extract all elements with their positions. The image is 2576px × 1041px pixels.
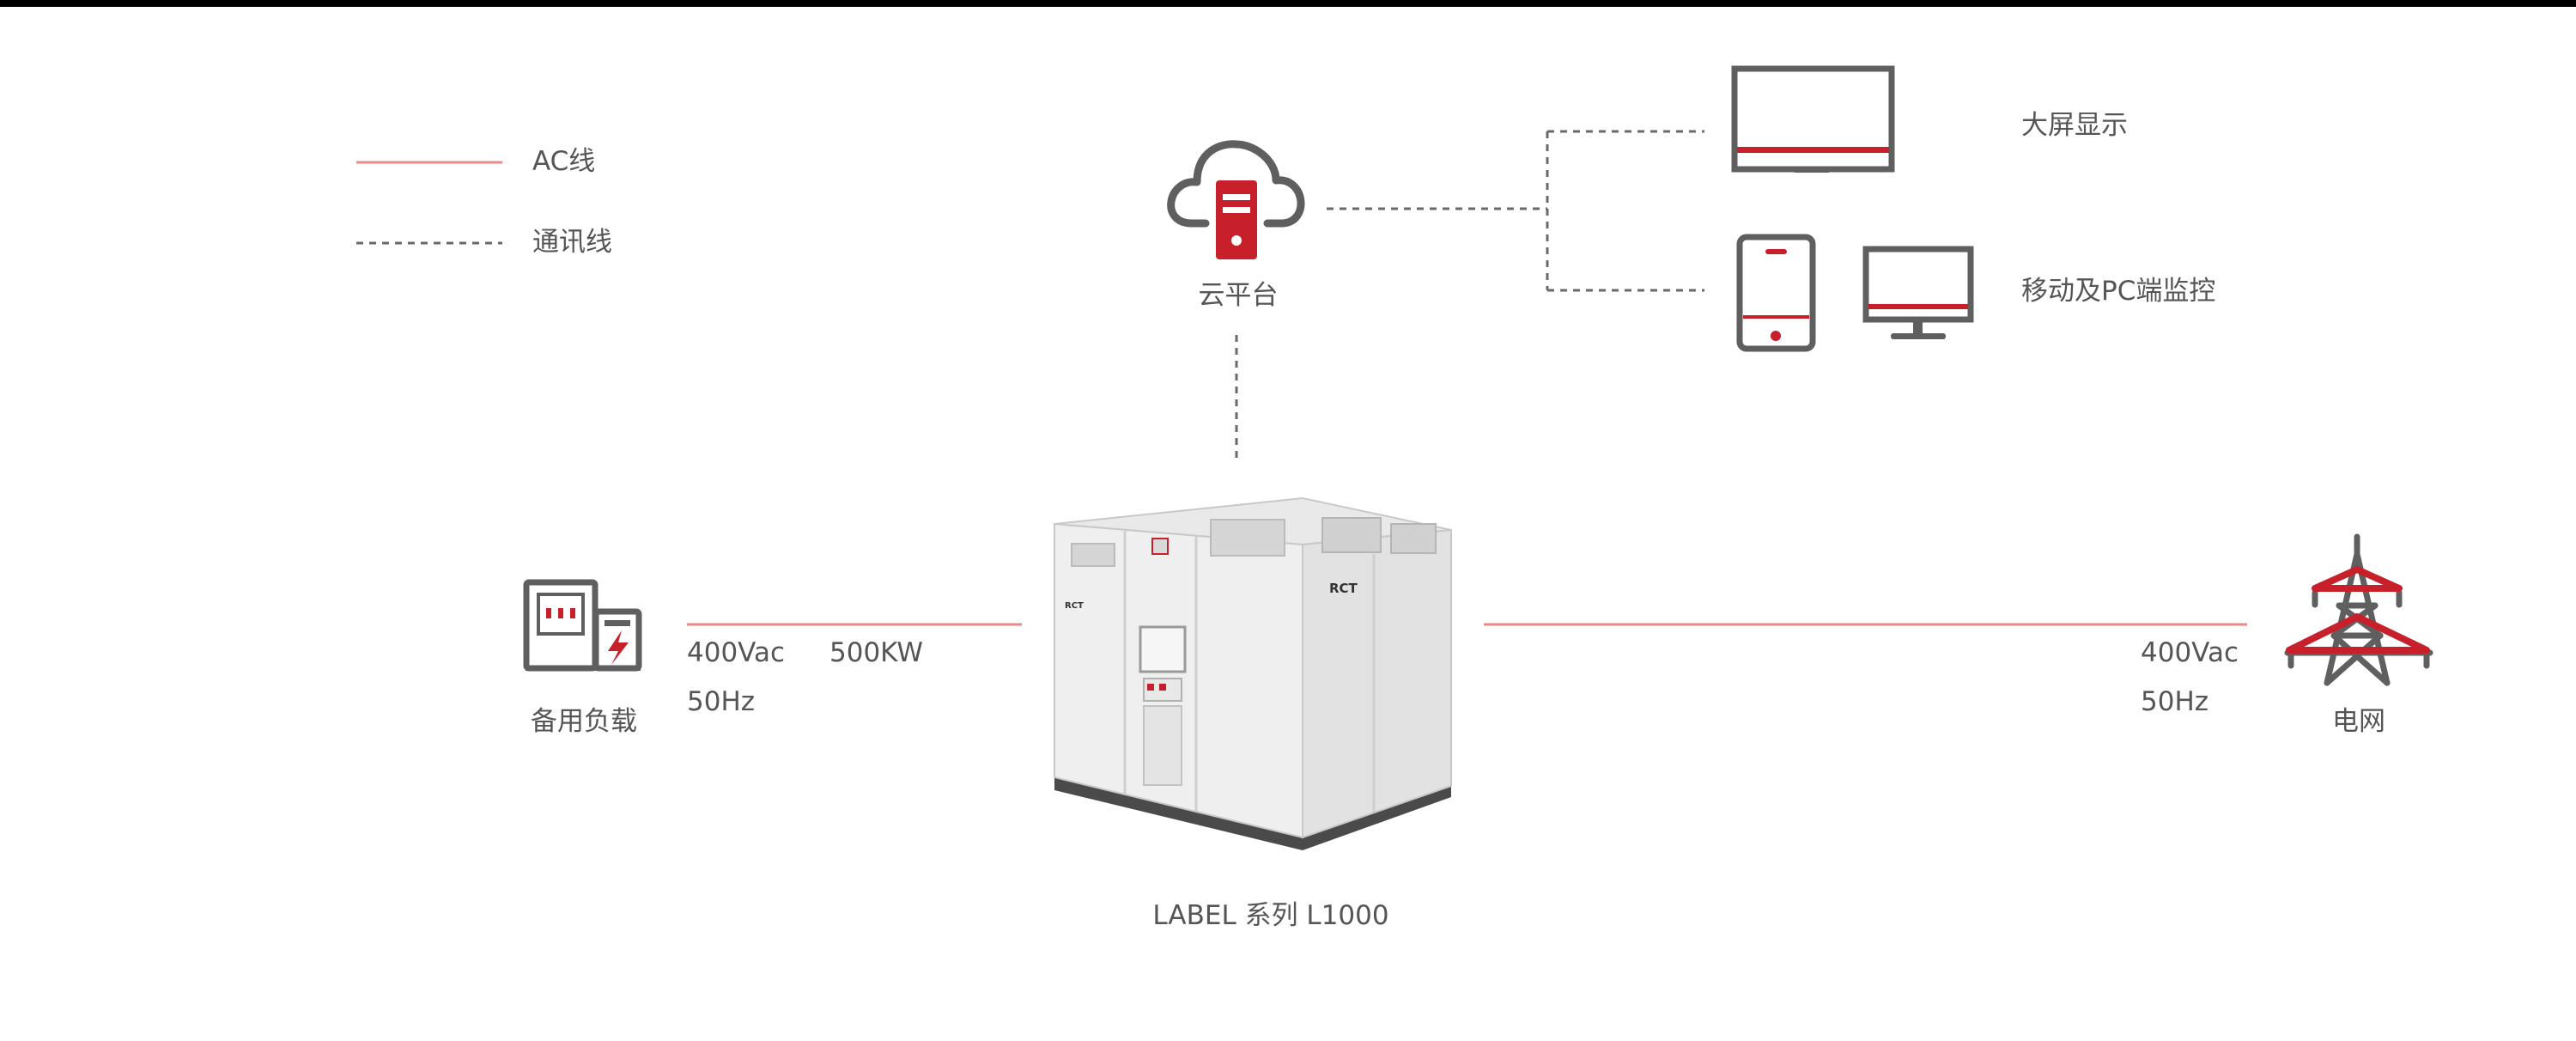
storage-cabinet-illustration: RCT RCT <box>1054 496 1452 850</box>
cabinet-logo-left: RCT <box>1065 601 1084 611</box>
right-voltage: 400Vac <box>2141 637 2239 668</box>
big-screen-label: 大屏显示 <box>2021 110 2128 141</box>
grid-label: 电网 <box>2332 706 2385 737</box>
right-frequency: 50Hz <box>2141 686 2209 717</box>
large-screen-icon <box>1731 65 1895 173</box>
pc-monitor-icon <box>1862 246 1974 339</box>
cloud-platform-label: 云平台 <box>1198 280 1279 311</box>
legend-comm-label: 通讯线 <box>532 227 612 258</box>
mobile-phone-icon <box>1736 234 1816 352</box>
left-power: 500KW <box>829 637 924 668</box>
left-frequency: 50Hz <box>687 686 756 717</box>
product-label: LABEL 系列 L1000 <box>1152 900 1389 931</box>
backup-load-icon <box>523 579 642 672</box>
mobile-pc-label: 移动及PC端监控 <box>2021 276 2216 307</box>
comm-lines <box>1235 130 1704 460</box>
cloud-server-icon <box>1167 140 1305 259</box>
backup-load-label: 备用负载 <box>531 706 637 737</box>
transmission-tower-icon <box>2284 533 2433 686</box>
cabinet-logo-right: RCT <box>1329 581 1358 596</box>
left-voltage: 400Vac <box>687 637 786 668</box>
legend-ac-label: AC线 <box>532 146 596 177</box>
top-bar <box>0 0 2576 7</box>
